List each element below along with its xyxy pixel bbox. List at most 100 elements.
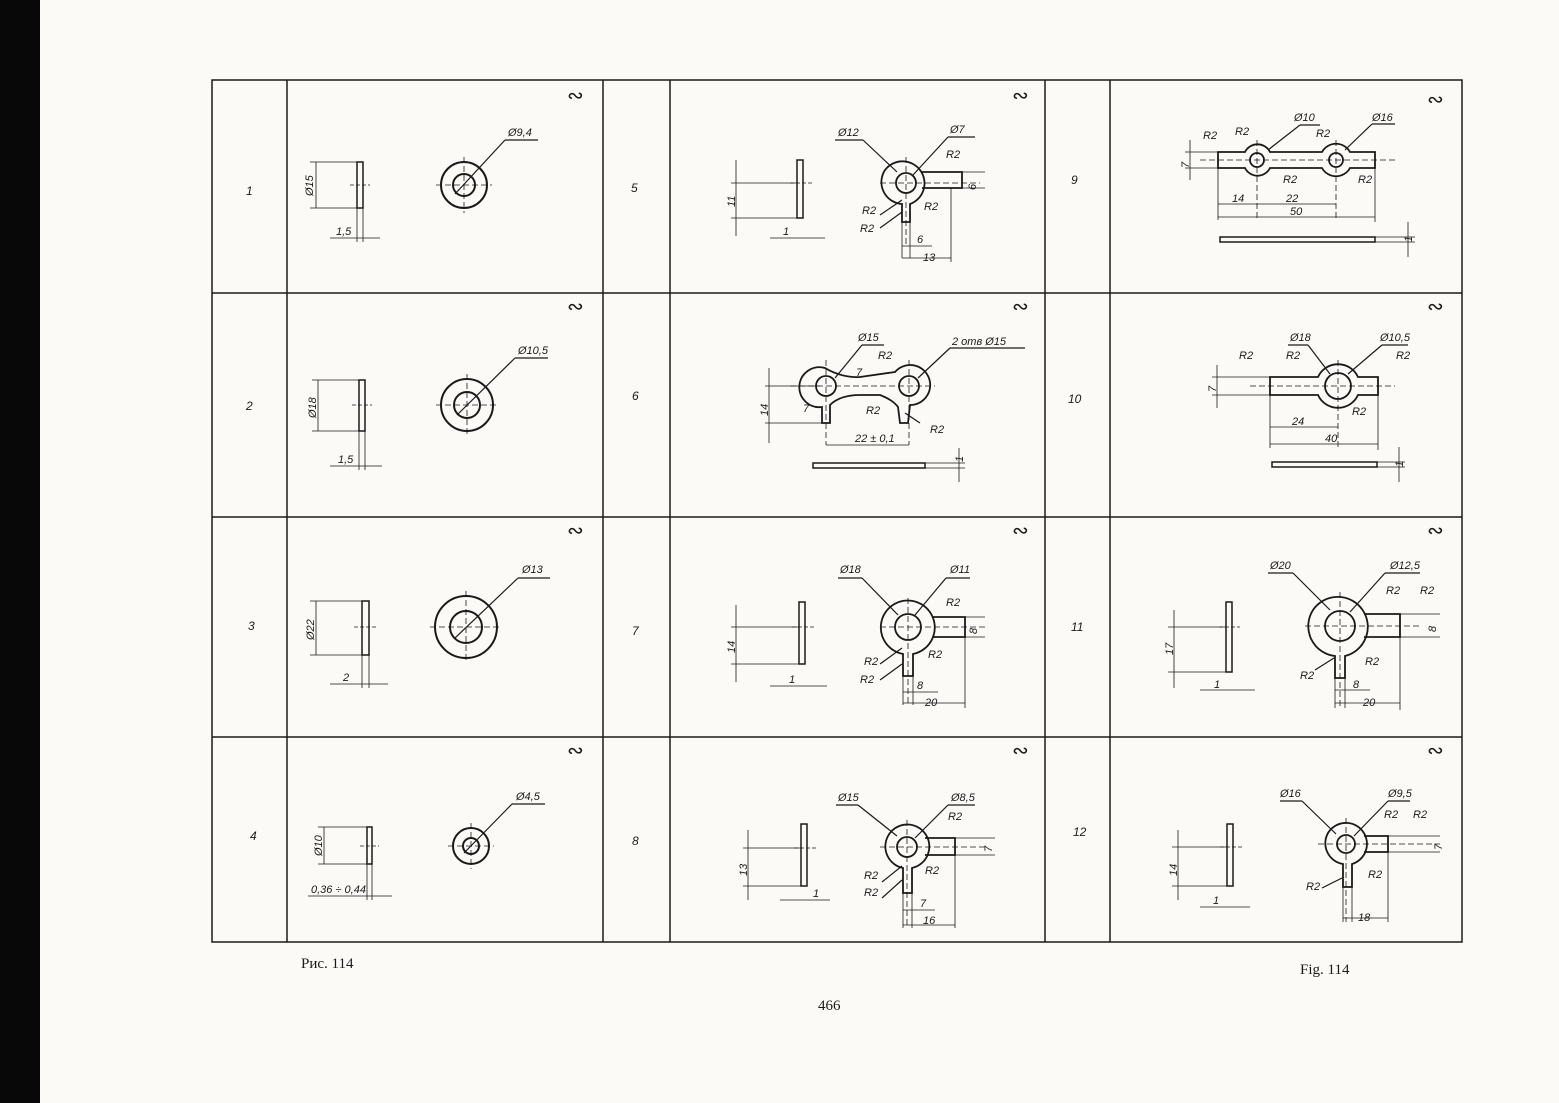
dim-label: 1 <box>1403 236 1415 242</box>
dim-label: 0,36 ÷ 0,44 <box>311 884 366 896</box>
dim-label: 22 ± 0,1 <box>854 433 895 445</box>
dim-label: Ø22 <box>305 619 317 641</box>
dim-label: 14 <box>759 404 771 416</box>
dim-label: R2 <box>924 201 938 213</box>
dim-label: R2 <box>866 405 880 417</box>
dim-label: Ø15 <box>837 792 860 804</box>
dim-label: R2 <box>864 887 878 899</box>
dim-label: Ø9,4 <box>507 127 532 139</box>
page-number: 466 <box>818 998 841 1014</box>
dim-label: Ø11 <box>949 564 970 576</box>
dim-label: R2 <box>1420 585 1434 597</box>
dim-label: 20 <box>924 697 938 709</box>
dim-label: 2 отв Ø15 <box>951 336 1007 348</box>
dim-label: Ø15 <box>304 174 316 197</box>
dim-label: 7 <box>1207 385 1219 392</box>
dim-label: 1,5 <box>336 226 352 238</box>
roughness-symbols: ∾ ∾ ∾ ∾ ∾ ∾ ∾ ∾ ∾ ∾ ∾ ∾ <box>567 83 1444 762</box>
tab-washer-drawing-11 <box>1168 572 1440 710</box>
dim-label: R2 <box>1358 174 1372 186</box>
figure-caption-en: Fig. 114 <box>1300 962 1350 978</box>
dim-label: R2 <box>1286 350 1300 362</box>
tab-washer-drawing-5 <box>731 136 985 262</box>
dim-label: 16 <box>923 915 936 927</box>
dim-label: 1 <box>954 456 966 462</box>
dim-label: 7 <box>920 898 927 910</box>
item-number: 9 <box>1071 173 1078 187</box>
dim-label: 14 <box>1232 193 1244 205</box>
strip-plate-drawing-10 <box>1212 344 1408 482</box>
figure-caption-ru: Рис. 114 <box>301 956 354 972</box>
dim-label: R2 <box>946 597 960 609</box>
dim-label: 1 <box>1394 461 1406 467</box>
roughness-symbol-icon: ∾ <box>1427 87 1444 111</box>
item-number: 12 <box>1073 825 1087 839</box>
roughness-symbol-icon: ∾ <box>1427 518 1444 542</box>
dim-label: 17 <box>1164 642 1176 655</box>
dim-label: 8 <box>917 680 924 692</box>
dim-label: R2 <box>864 656 878 668</box>
dim-label: 24 <box>1291 416 1304 428</box>
dim-label: Ø10,5 <box>517 345 549 357</box>
dim-label: 6 <box>917 234 924 246</box>
dim-label: R2 <box>925 865 939 877</box>
tab-washer-drawing-8 <box>743 804 995 928</box>
dim-label: R2 <box>1352 406 1366 418</box>
roughness-symbol-icon: ∾ <box>1012 294 1029 318</box>
dim-label: R2 <box>1316 128 1330 140</box>
dim-label: 1 <box>1213 895 1219 907</box>
dim-label: Ø12,5 <box>1389 560 1421 572</box>
dim-label: 7 <box>856 367 863 379</box>
dim-label: Ø4,5 <box>515 791 541 803</box>
dim-label: 20 <box>1362 697 1376 709</box>
roughness-symbol-icon: ∾ <box>1427 294 1444 318</box>
dim-label: R2 <box>1386 585 1400 597</box>
dim-label: 22 <box>1285 193 1298 205</box>
dim-label: 14 <box>726 641 738 653</box>
dim-label: 2 <box>342 672 349 684</box>
dim-label: Ø7 <box>949 124 966 136</box>
tab-washer-drawing-7 <box>731 577 985 708</box>
washer-drawing-2 <box>312 357 548 470</box>
dim-label: R2 <box>864 870 878 882</box>
item-number: 2 <box>245 399 253 413</box>
dim-label: 8 <box>1353 679 1360 691</box>
dim-label: R2 <box>1239 350 1253 362</box>
dim-label: Ø16 <box>1279 788 1302 800</box>
dim-label: Ø13 <box>521 564 544 576</box>
dim-label: Ø10 <box>313 834 325 857</box>
roughness-symbol-icon: ∾ <box>567 294 584 318</box>
dim-label: R2 <box>862 205 876 217</box>
item-number: 5 <box>631 181 638 195</box>
dim-label: R2 <box>1300 670 1314 682</box>
scan-dark-margin <box>0 0 40 1103</box>
dim-label: 1 <box>783 226 789 238</box>
dim-label: 1 <box>1214 679 1220 691</box>
washer-drawing-1 <box>310 139 538 242</box>
dim-label: Ø9,5 <box>1387 788 1413 800</box>
dim-label: R2 <box>928 649 942 661</box>
dim-label: Ø10 <box>1293 112 1316 124</box>
strip-plate-drawing-9 <box>1185 123 1415 257</box>
dim-label: R2 <box>878 350 892 362</box>
item-number: 7 <box>632 624 640 638</box>
dim-label: 6 <box>967 183 979 190</box>
roughness-symbol-icon: ∾ <box>1012 518 1029 542</box>
double-tab-washer-drawing-6 <box>765 344 1025 482</box>
item-number: 3 <box>248 619 255 633</box>
dim-label: Ø10,5 <box>1379 332 1411 344</box>
dim-label: 8 <box>1427 625 1439 632</box>
dim-label: R2 <box>1365 656 1379 668</box>
dim-label: 11 <box>726 196 738 207</box>
dim-label: 13 <box>923 252 936 264</box>
dim-label: Ø12 <box>837 127 859 139</box>
dim-label: 50 <box>1290 206 1303 218</box>
dim-label: 7 <box>1433 843 1445 850</box>
dim-label: R2 <box>1283 174 1297 186</box>
dim-label: R2 <box>860 674 874 686</box>
dim-label: 18 <box>1358 912 1371 924</box>
item-number: 4 <box>250 829 257 843</box>
dim-label: 7 <box>1180 161 1192 168</box>
item-number: 1 <box>246 184 253 198</box>
